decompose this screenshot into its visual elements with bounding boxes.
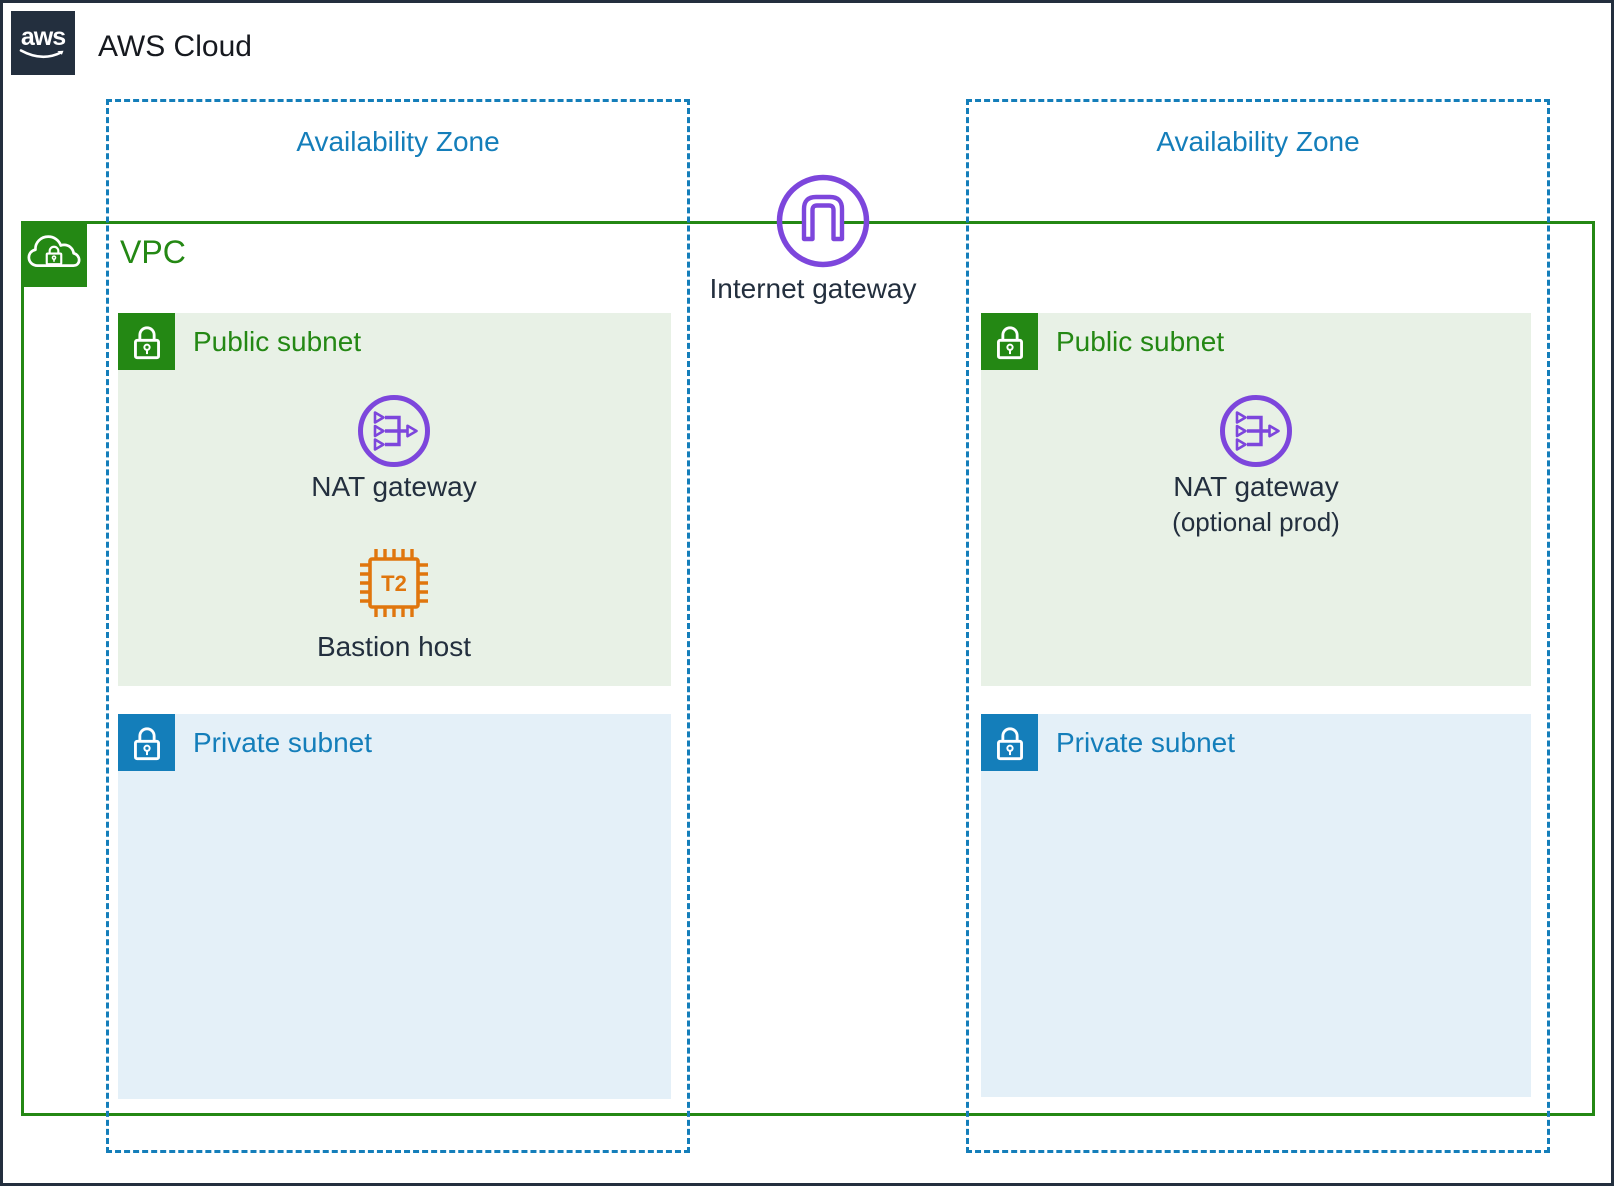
nat-gateway-icon [1217, 392, 1295, 470]
nat-gateway-sublabel: (optional prod) [1172, 507, 1340, 537]
public-subnet-fill [118, 313, 671, 686]
bastion-host-chip-icon: T2 [352, 541, 436, 625]
public-subnet-lock-icon [118, 313, 175, 370]
vpc-label: VPC [120, 234, 186, 270]
public-subnet-right: Public subnet [981, 313, 1531, 686]
aws-logo: aws [11, 11, 75, 75]
private-subnet-right: Private subnet [981, 714, 1531, 1097]
nat-gateway-label: NAT gateway [311, 471, 477, 502]
private-subnet-label: Private subnet [193, 727, 372, 758]
availability-zone-label: Availability Zone [1156, 126, 1360, 157]
internet-gateway-icon [773, 171, 873, 271]
bastion-chip-text: T2 [381, 571, 407, 596]
aws-smile-icon [19, 48, 64, 58]
private-subnet-fill [981, 714, 1531, 1097]
aws-cloud-title: AWS Cloud [98, 30, 252, 63]
availability-zone-right: Availability Zone [966, 99, 1550, 1153]
nat-gateway-label: NAT gateway [1173, 471, 1339, 502]
private-subnet-fill [118, 714, 671, 1099]
vpc-cloud-lock-icon [21, 221, 87, 287]
internet-gateway-label: Internet gateway [709, 273, 917, 304]
private-subnet-lock-icon [118, 714, 175, 771]
bastion-host-label: Bastion host [316, 631, 472, 662]
public-subnet-left: Public subnet [118, 313, 671, 686]
nat-gateway-icon [355, 392, 433, 470]
public-subnet-label: Public subnet [1056, 326, 1225, 357]
public-subnet-fill [981, 313, 1531, 686]
private-subnet-left: Private subnet [118, 714, 671, 1099]
private-subnet-label: Private subnet [1056, 727, 1235, 758]
public-subnet-label: Public subnet [193, 326, 362, 357]
public-subnet-lock-icon [981, 313, 1038, 370]
availability-zone-label: Availability Zone [296, 126, 500, 157]
availability-zone-left: Availability Zone [106, 99, 690, 1153]
private-subnet-lock-icon [981, 714, 1038, 771]
aws-logo-text: aws [20, 22, 66, 51]
